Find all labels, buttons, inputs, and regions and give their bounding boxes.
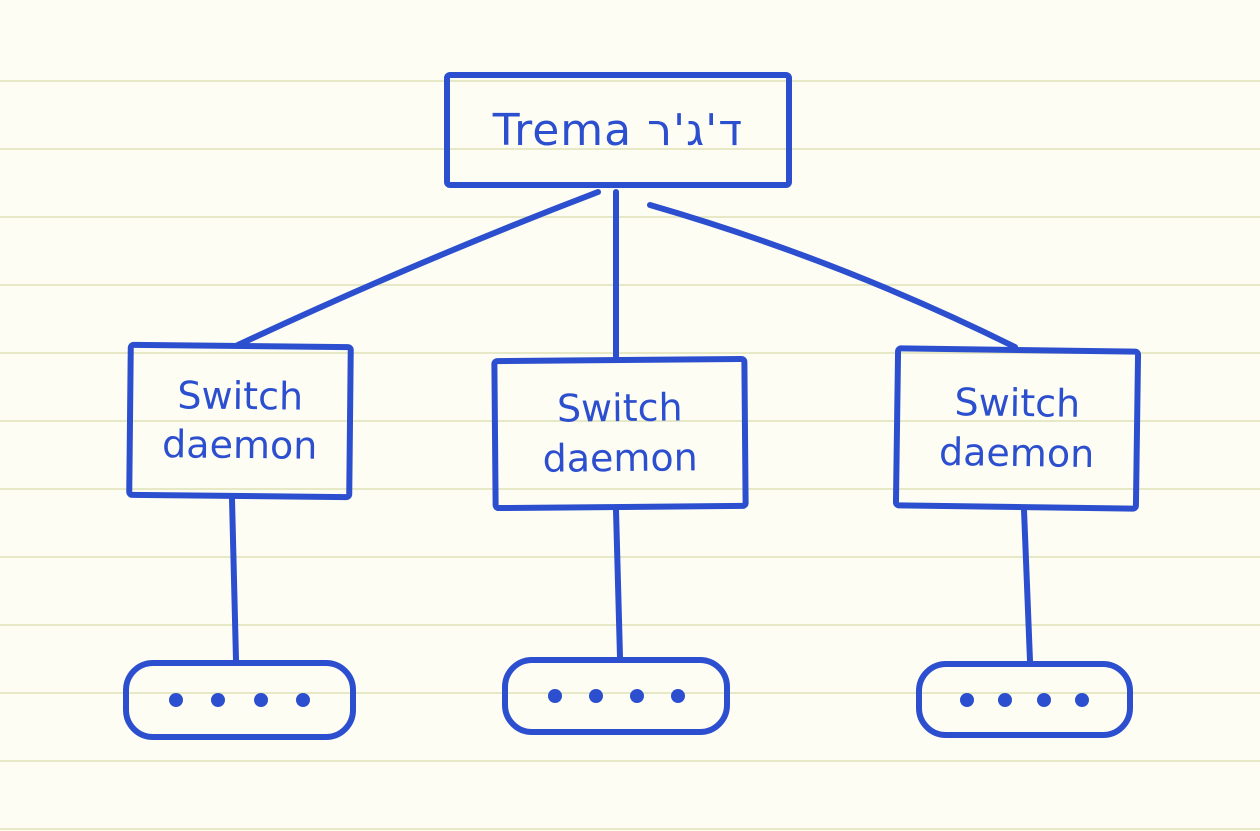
wire-top-to-daemon-left <box>235 189 601 348</box>
port-dot <box>629 689 644 703</box>
wire-daemon-center-to-hosts <box>613 507 623 660</box>
switch-ports-group-center <box>502 657 730 735</box>
trema-controller-node: Trema ד'ג'ר <box>444 72 792 188</box>
trema-controller-label: Trema ד'ג'ר <box>492 104 744 156</box>
port-dot <box>670 689 685 703</box>
switch-daemon-label-line1: Switch <box>954 380 1081 426</box>
switch-daemon-label-line2: daemon <box>161 422 318 468</box>
port-dot <box>1036 692 1051 707</box>
switch-daemon-node-left: Switch daemon <box>126 341 354 501</box>
switch-daemon-node-center: Switch daemon <box>491 355 749 512</box>
switch-daemon-label-line2: daemon <box>542 434 698 481</box>
port-dot <box>998 692 1013 707</box>
wire-daemon-right-to-hosts <box>1021 507 1033 664</box>
switch-daemon-label-line1: Switch <box>177 372 304 419</box>
port-dot <box>211 693 226 707</box>
switch-daemon-label-line2: daemon <box>938 429 1095 476</box>
port-dot <box>547 689 562 703</box>
wire-daemon-left-to-hosts <box>229 496 239 663</box>
port-dot <box>960 692 975 707</box>
port-dot <box>295 693 310 707</box>
wire-top-to-daemon-right <box>647 202 1018 350</box>
switch-daemon-node-right: Switch daemon <box>892 345 1142 512</box>
switch-ports-group-left <box>123 660 356 740</box>
switch-daemon-label-line1: Switch <box>556 385 683 431</box>
port-dot <box>169 693 184 707</box>
port-dot <box>1074 692 1089 707</box>
port-dot <box>588 689 603 703</box>
port-dot <box>253 693 268 707</box>
switch-ports-group-right <box>916 661 1133 738</box>
